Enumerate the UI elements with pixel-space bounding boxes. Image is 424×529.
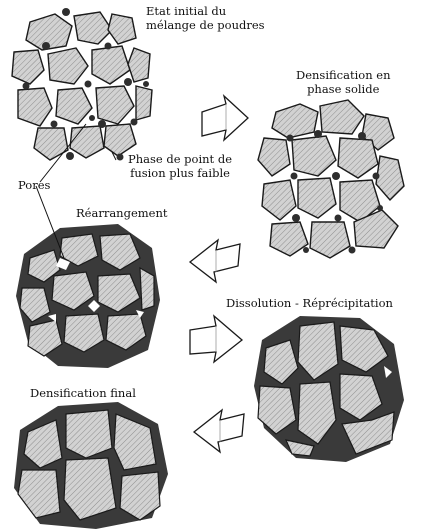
arrow-left-icon (194, 410, 244, 452)
arrow-left-icon (190, 240, 240, 282)
arrow-right-icon (190, 316, 242, 362)
arrow-right-icon (202, 96, 248, 140)
label-low-melting-phase: Phase de point de fusion plus faible (128, 152, 232, 180)
label-final-densification: Densification final (30, 386, 136, 400)
label-low-melting-phase-line2: fusion plus faible (128, 166, 232, 180)
label-dissolution-reprecipitation: Dissolution - Réprécipitation (226, 296, 393, 310)
stage-final-densification (14, 402, 168, 529)
stage-initial-mixture (12, 8, 152, 161)
label-initial-state-line1: Etat initial du (146, 4, 265, 18)
stage-solid-phase-densification (258, 100, 404, 258)
label-initial-state: Etat initial du mélange de poudres (146, 4, 265, 32)
label-solid-densification-line2: phase solide (296, 82, 390, 96)
label-low-melting-phase-line1: Phase de point de (128, 152, 232, 166)
label-pores: Pores (18, 178, 50, 192)
label-rearrangement: Réarrangement (76, 206, 167, 220)
stage-dissolution-reprecipitation (254, 316, 404, 462)
particles (12, 12, 152, 160)
stage-rearrangement (16, 224, 160, 368)
label-solid-densification: Densification en phase solide (296, 68, 390, 96)
particles (258, 100, 404, 258)
label-solid-densification-line1: Densification en (296, 68, 390, 82)
label-initial-state-line2: mélange de poudres (146, 18, 265, 32)
